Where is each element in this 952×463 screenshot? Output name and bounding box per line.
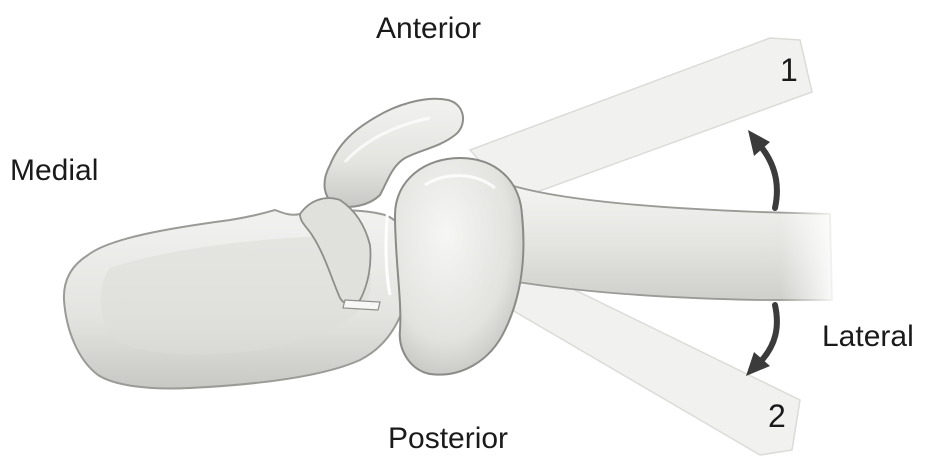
curved-arrow-down-icon: [746, 305, 777, 376]
humeral-head: [386, 158, 523, 375]
label-medial: Medial: [10, 156, 98, 186]
humerus-neutral: [505, 185, 840, 305]
label-posterior: Posterior: [388, 424, 508, 454]
label-lateral: Lateral: [822, 322, 914, 352]
label-position-1: 1: [780, 54, 798, 86]
curved-arrow-up-icon: [748, 130, 777, 208]
label-anterior: Anterior: [376, 14, 481, 44]
label-position-2: 2: [768, 400, 786, 432]
humerus-position-1: [470, 38, 812, 200]
